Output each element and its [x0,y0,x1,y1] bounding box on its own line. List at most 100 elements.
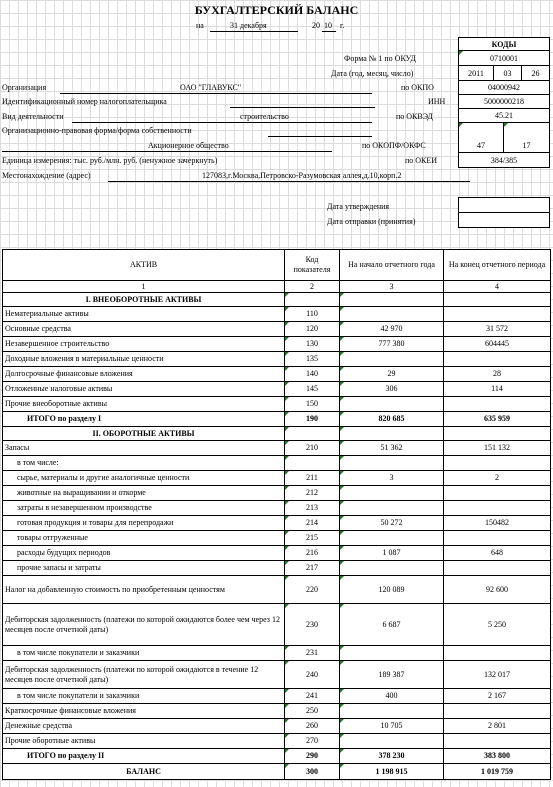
row-start-value [339,292,444,307]
row-name: Доходные вложения в материальные ценност… [2,351,285,367]
row-name: I. ВНЕОБОРОТНЫЕ АКТИВЫ [2,292,285,307]
row-end-value [443,560,551,576]
col-header-code: Код показателя [284,249,340,281]
inn-label: Идентификационный номер налогоплательщик… [2,97,167,106]
table-row: Налог на добавленную стоимость по приобр… [2,575,551,604]
row-end-value: 604445 [443,336,551,352]
balance-table: АКТИВ Код показателя На начало отчетного… [2,249,551,780]
row-start-value [339,733,444,749]
row-start-value: 1 087 [339,545,444,561]
row-code: 214 [284,515,340,531]
row-start-value [339,351,444,367]
row-name: в том числе покупатели и заказчики [2,645,285,661]
row-start-value: 820 685 [339,411,444,427]
row-name: Долгосрочные финансовые вложения [2,366,285,382]
date-g: г. [340,21,345,30]
row-start-value: 42 970 [339,321,444,337]
row-start-value [339,703,444,719]
row-start-value: 1 198 915 [339,763,444,780]
okopf-label: по ОКОПФ/ОКФС [362,141,426,150]
col-number-4: 4 [443,280,551,293]
row-end-value [443,292,551,307]
row-start-value: 51 362 [339,440,444,456]
row-name: в том числе: [2,455,285,471]
row-code [284,455,340,471]
address-value: 127083,г.Москва,Петровско-Разумовская ал… [202,171,402,180]
row-name: в том числе покупатели и заказчики [2,688,285,704]
row-end-value: 2 801 [443,718,551,734]
row-end-value [443,455,551,471]
row-code: 220 [284,575,340,604]
row-code: 213 [284,500,340,516]
table-row: Дебиторская задолженность (платежи по ко… [2,660,551,689]
row-code: 260 [284,718,340,734]
row-start-value [339,455,444,471]
address-label: Местонахождение (адрес) [2,171,91,180]
row-name: прочие запасы и затраты [2,560,285,576]
row-code [284,292,340,307]
row-end-value: 2 167 [443,688,551,704]
okved-code: 45.21 [458,108,550,123]
row-name: Незавершенное строительство [2,336,285,352]
row-name: Прочие внеоборотные активы [2,396,285,412]
row-code: 120 [284,321,340,337]
okopf-code-2: 17 [503,122,550,153]
col-number-2: 2 [284,280,340,293]
sent-cell [458,212,550,228]
row-code: 270 [284,733,340,749]
row-start-value: 50 272 [339,515,444,531]
activity-label: Вид деятельности [2,112,64,121]
row-code: 145 [284,381,340,397]
org-name: ОАО "ГЛАВУКС" [180,83,242,92]
row-code: 110 [284,306,340,322]
row-code: 135 [284,351,340,367]
row-end-value: 5 250 [443,603,551,646]
row-code: 130 [284,336,340,352]
sent-label: Дата отправки (принятия) [327,217,416,226]
row-name: животные на выращивании и откорме [2,485,285,501]
row-code: 250 [284,703,340,719]
row-name: ИТОГО по разделу II [2,748,285,764]
row-name: Денежные средства [2,718,285,734]
row-start-value [339,306,444,322]
row-end-value: 635 959 [443,411,551,427]
row-code: 150 [284,396,340,412]
row-name: Дебиторская задолженность (платежи по ко… [2,603,285,646]
okved-label: по ОКВЭД [396,112,433,121]
row-end-value [443,645,551,661]
okei-code: 384/385 [458,152,550,168]
row-name: товары отгруженные [2,530,285,546]
okei-label: по ОКЕИ [405,156,438,165]
col-header-end: На конец отчетного периода [443,249,551,281]
inn-code: 5000000218 [458,94,550,109]
row-name: сырье, материалы и другие аналогичные це… [2,470,285,486]
row-code: 190 [284,411,340,427]
row-start-value [339,645,444,661]
approved-label: Дата утверждения [327,202,390,211]
row-start-value [339,426,444,441]
col-number-3: 3 [339,280,444,293]
activity-value: строительство [240,112,289,121]
row-end-value: 92 600 [443,575,551,604]
date-prefix: на [196,21,204,30]
row-end-value [443,733,551,749]
okpo-label: по ОКПО [401,83,434,92]
date-year-suffix: 10 [324,21,332,30]
row-end-value: 151 132 [443,440,551,456]
row-start-value: 378 230 [339,748,444,764]
org-label: Организация [2,83,47,92]
row-name: расходы будущих периодов [2,545,285,561]
row-code: 211 [284,470,340,486]
table-row: Доходные вложения в материальные ценност… [2,351,551,367]
